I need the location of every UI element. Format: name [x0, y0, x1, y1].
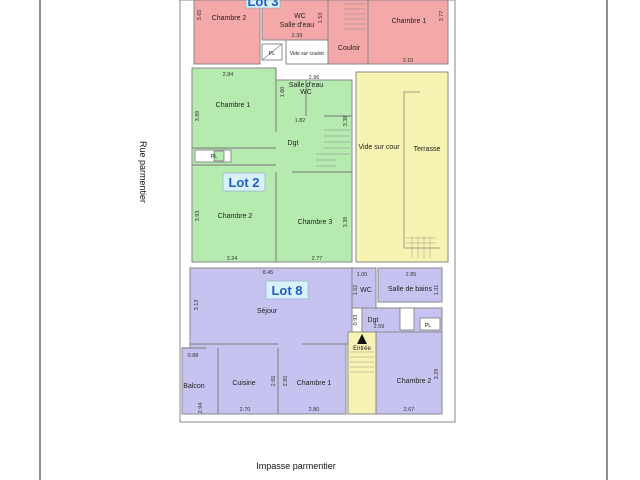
dim-284: 2.84 [223, 72, 234, 78]
dim-088: 0.88 [188, 353, 199, 359]
dim-259: 2.59 [374, 324, 385, 330]
terrace-area [355, 71, 449, 263]
room-chambre-2-lot2: Chambre 2 [218, 213, 253, 220]
room-chambre-2-top: Chambre 2 [212, 15, 247, 22]
street-bottom-label: Impasse parmentier [256, 461, 336, 471]
lot8-entrance-stairs [350, 351, 374, 373]
dim-845: 8.45 [263, 270, 274, 276]
dim-324: 3.24 [227, 256, 238, 262]
dim-153: 1.53 [318, 13, 324, 24]
dim-265: 2.65 [271, 376, 277, 387]
room-dgt-lot2: Dgt [288, 140, 299, 147]
room-chambre-1-lot2: Chambre 1 [216, 102, 251, 109]
terrace-steps [406, 236, 436, 258]
dim-329: 3.29 [434, 369, 440, 380]
lot-top-couloir-room [327, 0, 369, 65]
lot8-entrance [347, 331, 377, 415]
lot-label-badge [245, 0, 281, 9]
room-vide-couloir: Vide sur couloir [290, 51, 325, 57]
lot-top-pl-diag [261, 43, 283, 61]
dim-239: 2.39 [292, 33, 303, 39]
dim-365: 3.65 [197, 10, 203, 21]
lot2-pl-cross [213, 150, 225, 162]
lot8-bath [377, 267, 443, 303]
lot-2: PL Lot 2 Chambre 1 Salle d'eau WC Dgt Ch… [191, 67, 353, 263]
room-cuisine: Cuisine [232, 380, 255, 387]
building-outline [179, 0, 456, 423]
room-salle-eau-top: Salle d'eau [280, 22, 315, 29]
dim-393: 3.93 [195, 211, 201, 222]
dim-389: 3.89 [195, 111, 201, 122]
room-wc-top: WC [294, 13, 306, 20]
room-salle-eau-lot2: Salle d'eau [289, 82, 324, 89]
dim-313: 3.13 [194, 300, 200, 311]
dim-339: 3.39 [343, 217, 349, 228]
dim-100: 1.00 [357, 272, 368, 278]
entrance-arrow-icon [357, 334, 367, 344]
room-terrasse: Terrasse [414, 146, 441, 153]
dim-296: 2.96 [309, 75, 320, 81]
dim-280: 2.80 [309, 407, 320, 413]
lot2-stairs [316, 129, 350, 167]
terrace: Vide sur cour Terrasse [355, 71, 449, 263]
pl-lot2: PL [211, 154, 218, 160]
room-dgt-lot8: Dgt [368, 317, 379, 324]
room-chambre-2-lot8: Chambre 2 [397, 378, 432, 385]
dim-270: 2.70 [240, 407, 251, 413]
dim-285b: 2.85 [283, 376, 289, 387]
lot-top-vide [285, 39, 329, 65]
lot-top-label: Lot 3 [247, 0, 278, 9]
lot-8-label: Lot 8 [271, 283, 302, 298]
lot-top-left-room [193, 0, 261, 65]
room-chambre-3-lot2: Chambre 3 [298, 219, 333, 226]
street-left-label: Rue parmentier [138, 141, 148, 203]
lot8-right [375, 331, 443, 415]
dim-160: 1.60 [280, 87, 286, 98]
dim-131: 1.31 [434, 285, 440, 296]
room-entree: Entrée [353, 346, 371, 352]
dim-152: 1.52 [353, 285, 359, 296]
dim-182: 1.82 [295, 118, 306, 124]
room-wc-lot8: WC [360, 287, 372, 294]
room-chambre-1-top: Chambre 1 [392, 18, 427, 25]
room-couloir-top: Couloir [338, 45, 361, 52]
room-wc-lot2: WC [300, 89, 312, 96]
dim-377: 3.77 [439, 11, 445, 22]
room-balcon: Balcon [183, 383, 205, 390]
dim-267: 2.67 [404, 407, 415, 413]
lot8-pl-box2 [419, 317, 441, 331]
dim-277: 2.77 [312, 256, 323, 262]
room-vide-sur-cour: Vide sur cour [358, 144, 400, 151]
room-chambre-1-lot8: Chambre 1 [297, 380, 332, 387]
lot8-walls [182, 343, 346, 414]
lot-top: Lot 3 Chambre 2 WC Salle d'eau Couloir C… [193, 0, 449, 65]
lot-2-label: Lot 2 [228, 175, 259, 190]
dim-294: 2.94 [198, 403, 204, 414]
pl-lot8: PL [425, 323, 432, 329]
lot-top-right-room [367, 0, 449, 65]
lot-label-badge-2 [222, 172, 266, 192]
dim-338: 3.38 [343, 116, 349, 127]
dim-093: 0.93 [353, 315, 359, 326]
lot-label-badge-8 [265, 280, 309, 300]
lot-top-stairs [344, 3, 366, 30]
room-salle-de-bains: Salle de bains [388, 286, 432, 293]
room-sejour: Séjour [257, 308, 278, 315]
lot2-walls [192, 68, 352, 262]
lot-8: PL Lot 8 Séjour WC Salle de bains Dgt En… [181, 267, 443, 415]
dim-310: 3.10 [403, 58, 414, 64]
pl-top: PL [269, 51, 276, 57]
dim-285: 2.85 [406, 272, 417, 278]
lot8-pl-box [399, 307, 415, 331]
